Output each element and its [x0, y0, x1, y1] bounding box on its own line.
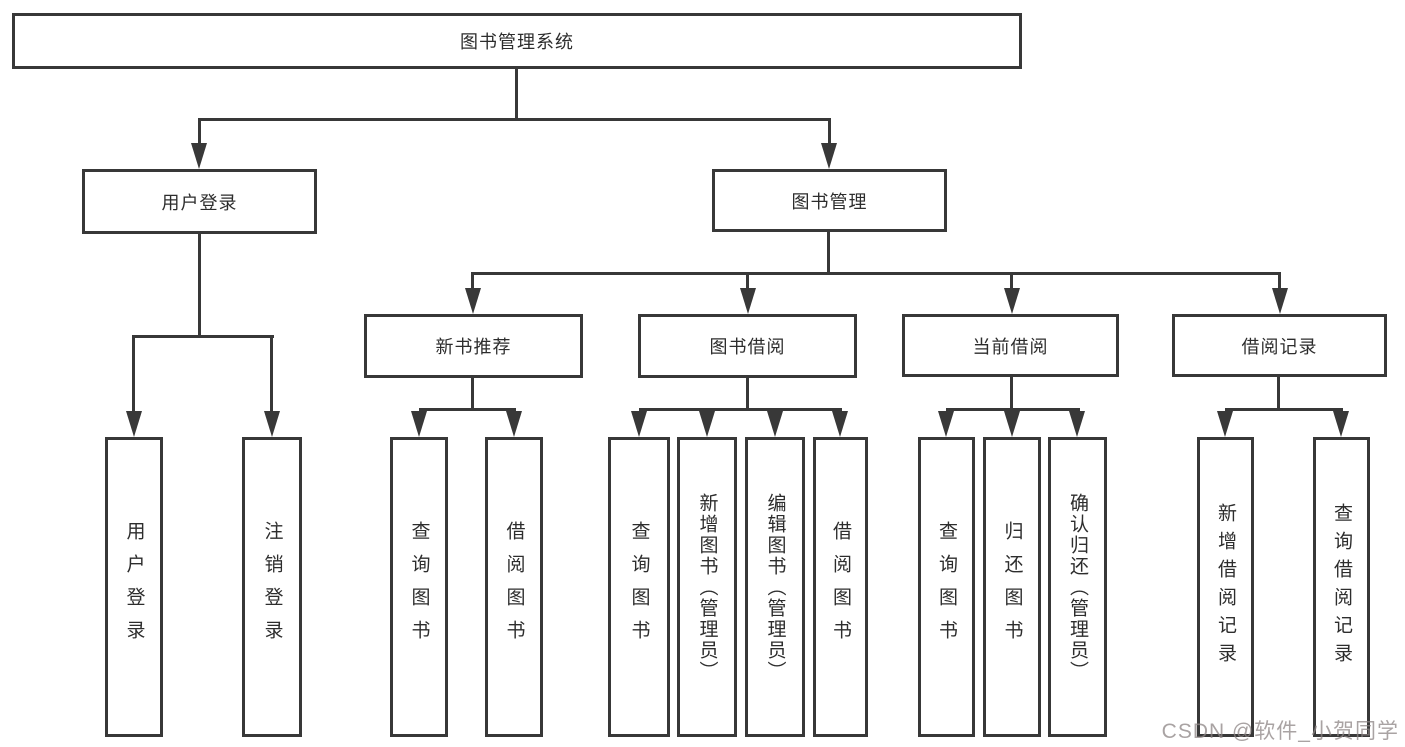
connector-stem-borrow-record: [1278, 272, 1281, 290]
leaf-logout-label: 注销登录: [261, 521, 283, 653]
connector-root-stem: [515, 69, 518, 118]
leaf-add-borrow-record-label: 新增借阅记录: [1215, 503, 1236, 671]
leaf-return-book: 归还图书: [983, 437, 1041, 737]
leaf-edit-book-label: 编辑图书（管理员）: [764, 492, 786, 682]
leaf-add-borrow-record: 新增借阅记录: [1197, 437, 1254, 737]
connector-new-book-stem: [471, 378, 474, 410]
leaf-edit-book: 编辑图书（管理员）: [745, 437, 805, 737]
node-root-system: 图书管理系统: [12, 13, 1022, 69]
arrow-down-leaf-return-book-icon: [1004, 411, 1020, 437]
leaf-query-book-1-label: 查询图书: [408, 521, 430, 653]
arrow-down-leaf-query-record-icon: [1333, 411, 1349, 437]
leaf-add-book-label: 新增图书（管理员）: [696, 492, 718, 682]
arrow-down-book-borrow-icon: [740, 288, 756, 314]
leaf-query-book-3: 查询图书: [918, 437, 975, 737]
connector-user-login-stem: [198, 234, 201, 335]
leaf-confirm-return: 确认归还（管理员）: [1048, 437, 1107, 737]
arrow-down-new-book-icon: [465, 288, 481, 314]
arrow-down-leaf-query-book-2-icon: [631, 411, 647, 437]
connector-borrow-record-crossbar: [1225, 408, 1343, 411]
connector-stem-current-borrow: [1010, 272, 1013, 290]
connector-stem-leaf-login: [132, 335, 135, 412]
node-user-login: 用户登录: [82, 169, 317, 234]
node-borrow-record: 借阅记录: [1172, 314, 1387, 377]
connector-stem-book-management: [828, 118, 831, 146]
connector-stem-book-borrow: [746, 272, 749, 290]
arrow-down-leaf-add-record-icon: [1217, 411, 1233, 437]
node-book-management: 图书管理: [712, 169, 947, 232]
leaf-query-borrow-record: 查询借阅记录: [1313, 437, 1370, 737]
leaf-borrow-book-2-label: 借阅图书: [830, 521, 851, 653]
leaf-query-book-3-label: 查询图书: [936, 521, 957, 653]
connector-current-borrow-crossbar: [946, 408, 1080, 411]
arrow-down-current-borrow-icon: [1004, 288, 1020, 314]
leaf-query-book-2: 查询图书: [608, 437, 670, 737]
node-book-management-label: 图书管理: [791, 191, 868, 212]
leaf-user-login: 用户登录: [105, 437, 163, 737]
connector-stem-user-login: [198, 118, 201, 146]
connector-book-borrow-stem: [746, 378, 749, 410]
leaf-confirm-return-label: 确认归还（管理员）: [1067, 492, 1088, 682]
connector-borrow-record-stem: [1277, 377, 1280, 410]
arrow-down-book-management-icon: [821, 143, 837, 169]
leaf-logout: 注销登录: [242, 437, 302, 737]
arrow-down-leaf-login-icon: [126, 411, 142, 437]
leaf-query-book-1: 查询图书: [390, 437, 448, 737]
arrow-down-leaf-confirm-return-icon: [1069, 411, 1085, 437]
csdn-watermark: CSDN @软件_小贺同学: [1161, 720, 1399, 743]
node-borrow-record-label: 借阅记录: [1241, 336, 1318, 357]
arrow-down-user-login-icon: [191, 143, 207, 169]
node-book-borrow: 图书借阅: [638, 314, 857, 378]
connector-new-book-crossbar: [419, 408, 516, 411]
node-root-label: 图书管理系统: [460, 32, 574, 52]
connector-book-management-stem: [827, 232, 830, 272]
leaf-borrow-book-1-label: 借阅图书: [503, 521, 525, 653]
arrow-down-leaf-borrow-book-2-icon: [832, 411, 848, 437]
leaf-add-book: 新增图书（管理员）: [677, 437, 737, 737]
leaf-query-borrow-record-label: 查询借阅记录: [1331, 503, 1352, 671]
node-new-book-recommend: 新书推荐: [364, 314, 583, 378]
connector-user-login-crossbar: [134, 335, 274, 338]
arrow-down-leaf-logout-icon: [264, 411, 280, 437]
connector-stem-leaf-logout: [270, 335, 273, 412]
connector-current-borrow-stem: [1010, 377, 1013, 410]
arrow-down-leaf-add-book-icon: [699, 411, 715, 437]
leaf-query-book-2-label: 查询图书: [628, 521, 650, 653]
node-book-borrow-label: 图书借阅: [709, 337, 786, 357]
connector-book-borrow-crossbar: [639, 408, 842, 411]
arrow-down-leaf-edit-book-icon: [767, 411, 783, 437]
arrow-down-leaf-query-book-1-icon: [411, 411, 427, 437]
leaf-borrow-book-1: 借阅图书: [485, 437, 543, 737]
arrow-down-leaf-borrow-book-1-icon: [506, 411, 522, 437]
leaf-return-book-label: 归还图书: [1001, 521, 1023, 653]
leaf-user-login-label: 用户登录: [123, 521, 145, 653]
leaf-borrow-book-2: 借阅图书: [813, 437, 868, 737]
node-new-book-recommend-label: 新书推荐: [435, 337, 512, 357]
arrow-down-leaf-query-book-3-icon: [938, 411, 954, 437]
arrow-down-borrow-record-icon: [1272, 288, 1288, 314]
node-user-login-label: 用户登录: [161, 192, 238, 213]
connector-book-management-crossbar: [473, 272, 1281, 275]
node-current-borrow-label: 当前借阅: [972, 336, 1049, 357]
node-current-borrow: 当前借阅: [902, 314, 1119, 377]
connector-stem-new-book: [471, 272, 474, 290]
connector-root-crossbar: [198, 118, 831, 121]
